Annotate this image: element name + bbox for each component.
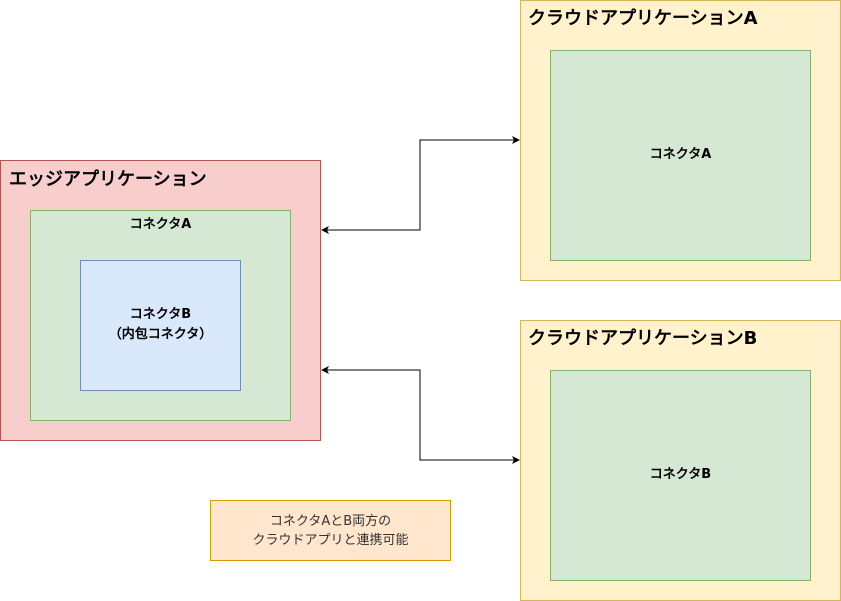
edge-connector-a-label: コネクタA	[129, 217, 192, 232]
cloud-application-a-title: クラウドアプリケーションA	[528, 8, 758, 29]
arrow-edge-to-cloud-a	[321, 136, 520, 234]
cloud-a-connector-box: コネクタA	[550, 50, 811, 261]
note-text: コネクタAとB両方の クラウドアプリと連携可能	[211, 512, 450, 550]
note-line-2: クラウドアプリと連携可能	[252, 533, 409, 548]
arrow-edge-to-cloud-b	[321, 366, 520, 464]
edge-connector-b-sublabel: （内包コネクタ）	[108, 327, 213, 342]
edge-connector-b-box: コネクタB （内包コネクタ）	[80, 260, 241, 391]
cloud-a-connector-label: コネクタA	[649, 147, 712, 162]
edge-connector-b-label: コネクタB	[129, 307, 192, 322]
note-box: コネクタAとB両方の クラウドアプリと連携可能	[210, 500, 451, 561]
cloud-b-connector-label: コネクタB	[649, 467, 712, 482]
note-line-1: コネクタAとB両方の	[269, 514, 392, 529]
edge-application-title: エッジアプリケーション	[9, 169, 207, 190]
cloud-application-b-title: クラウドアプリケーションB	[528, 328, 758, 349]
cloud-b-connector-box: コネクタB	[550, 370, 811, 581]
